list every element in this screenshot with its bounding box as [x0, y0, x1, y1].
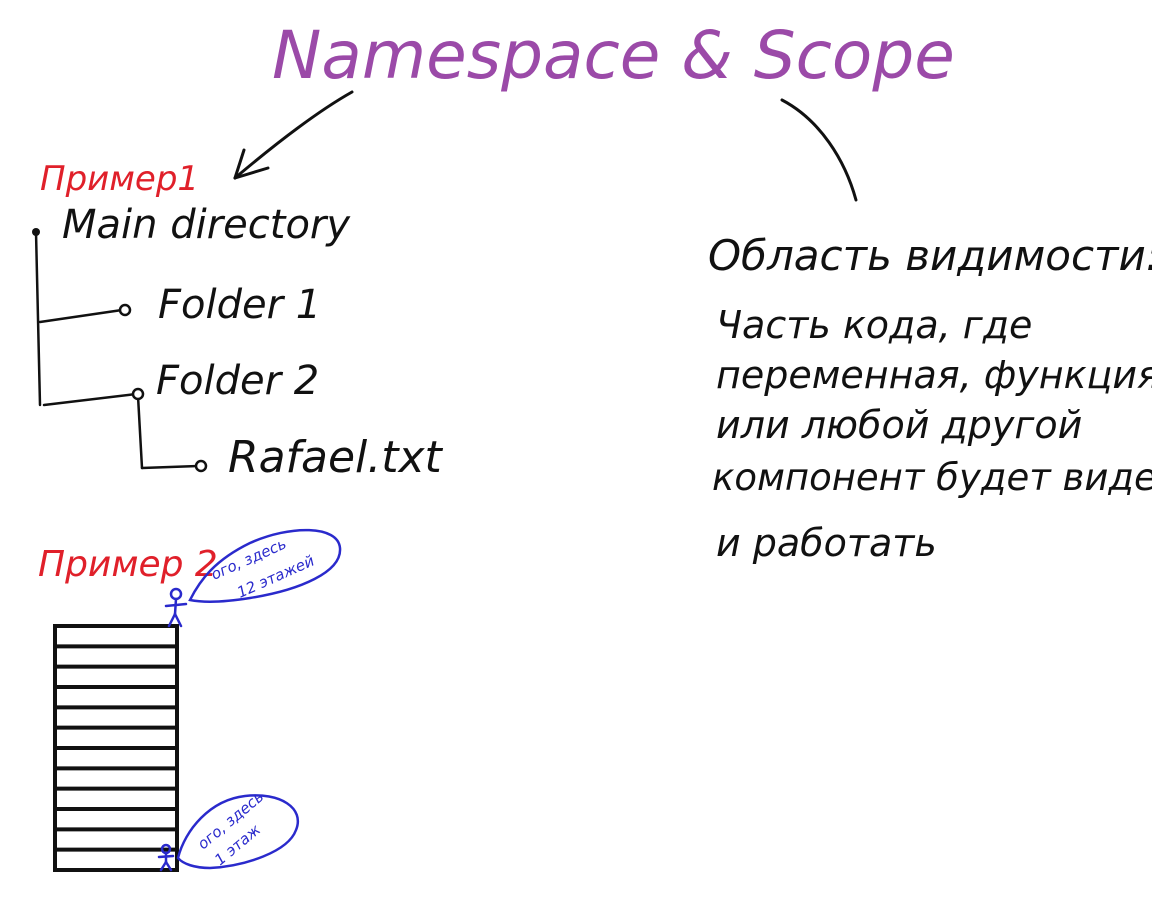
speech-bubble-top: ого, здесь 12 этажей [188, 528, 342, 603]
tree-node-folder1 [118, 303, 132, 317]
scope-line-1: Часть кода, где [716, 303, 1032, 347]
tree-folder2-label: Folder 2 [156, 358, 319, 404]
tree-node-root [32, 228, 40, 236]
example1-label: Пример1 [40, 159, 199, 199]
scope-line-2: переменная, функция [716, 353, 1152, 397]
arrow-to-example1 [233, 90, 354, 180]
scope-line-4: компонент будет виден [712, 456, 1152, 499]
tree-node-file [194, 459, 208, 473]
tree-root-label: Main directory [62, 202, 351, 248]
building [53, 624, 179, 872]
scope-line-5: и работать [716, 521, 937, 565]
stick-figure-top [164, 587, 188, 628]
tree-folder1-label: Folder 1 [158, 282, 321, 328]
scope-line-3: или любой другой [716, 403, 1082, 447]
tree-node-folder2 [131, 387, 145, 401]
tree-file-label: Rafael.txt [228, 432, 444, 483]
speech-bubble-bottom: ого, здесь 1 этаж [176, 788, 299, 870]
scope-heading: Область видимости: [708, 231, 1152, 280]
example2-label: Пример 2 [38, 544, 218, 585]
directory-tree [34, 230, 200, 470]
stick-figure-bottom [157, 843, 175, 872]
title: Namespace & Scope [272, 17, 955, 94]
connector-to-scope [780, 98, 858, 202]
